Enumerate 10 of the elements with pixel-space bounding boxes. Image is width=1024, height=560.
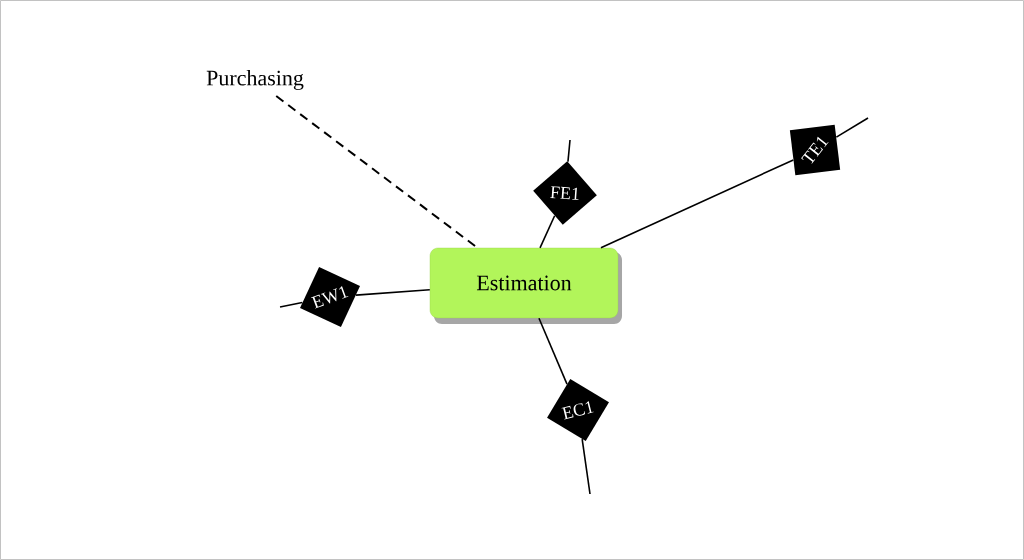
connector-line (538, 317, 568, 385)
connector-line (581, 438, 591, 495)
connector-line (567, 139, 571, 163)
connector-line (279, 301, 304, 308)
connector-line (539, 215, 556, 249)
text-label: Purchasing (206, 70, 304, 90)
connector-line (600, 159, 795, 249)
connector-line (835, 117, 869, 138)
connector-line (355, 288, 431, 296)
process-box: Estimation (429, 247, 622, 324)
